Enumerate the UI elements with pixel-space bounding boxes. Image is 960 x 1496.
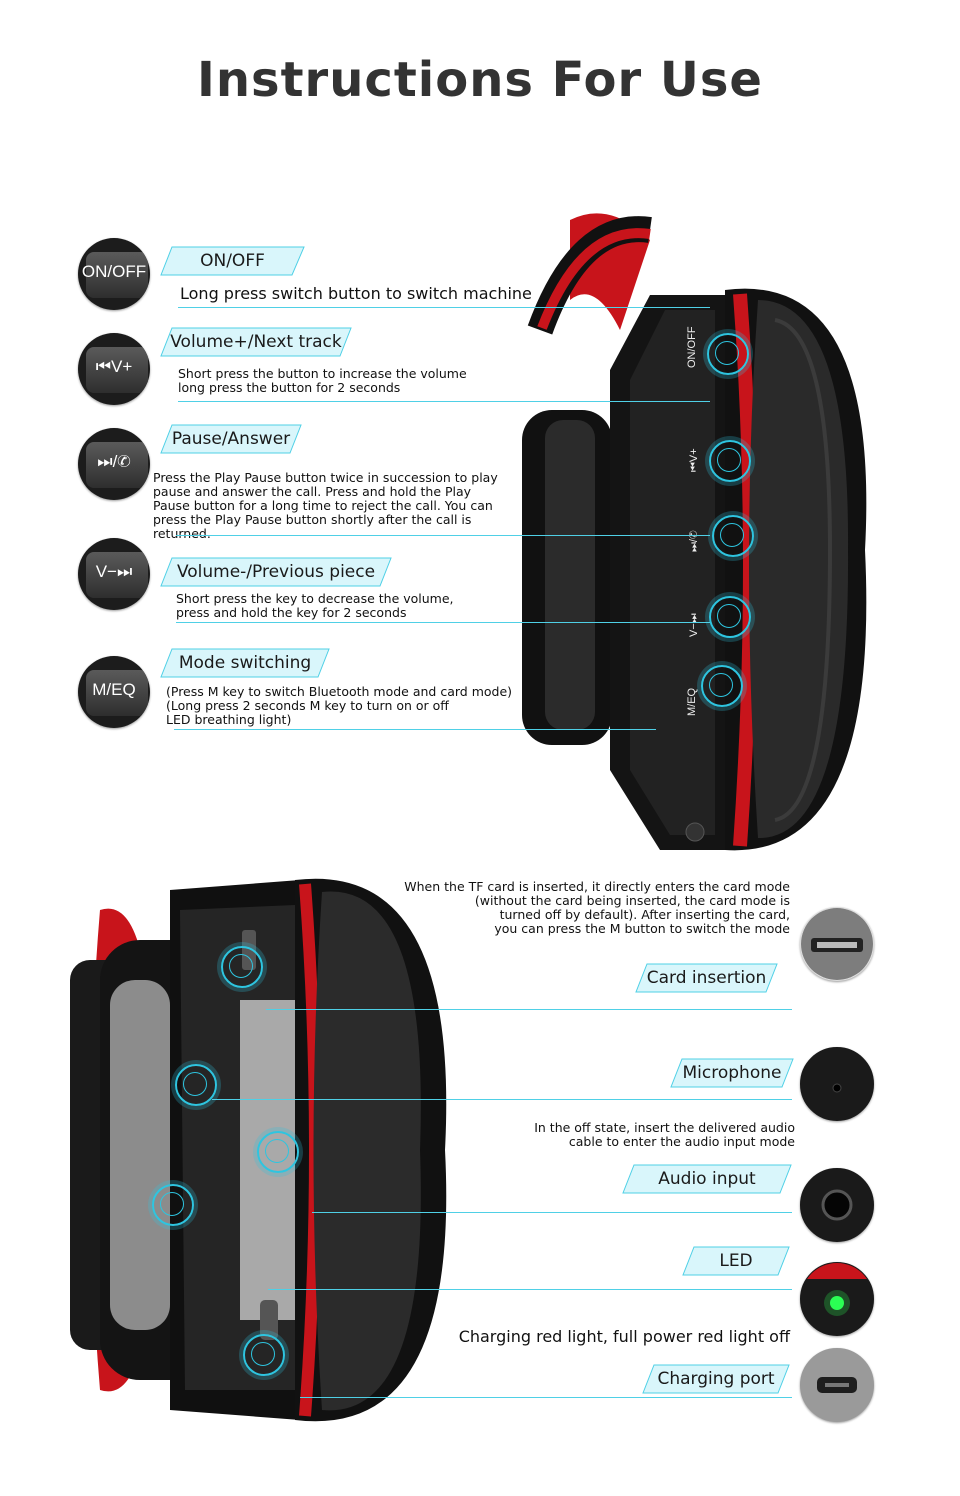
tag-charging-port: Charging port: [642, 1364, 790, 1394]
hotspot-card-ring: [221, 946, 263, 988]
leader-line-pause-answer: [176, 535, 710, 536]
volume-up-button-icon: ⏮V+: [78, 333, 150, 405]
tag-microphone: Microphone: [670, 1058, 794, 1088]
hotspot-vol-down-ring: [709, 596, 751, 638]
hotspot-charging-ring: [243, 1334, 285, 1376]
leader-line-card: [266, 1009, 792, 1010]
hotspot-play-ring: [712, 515, 754, 557]
tag-volume-down: Volume-/Previous piece: [160, 557, 392, 587]
tag-audio-input: Audio input: [622, 1164, 792, 1194]
hotspot-led-ring: [152, 1184, 194, 1226]
hotspot-mic-ring: [175, 1064, 217, 1106]
desc-pause-answer: Press the Play Pause button twice in suc…: [153, 470, 498, 541]
audio-jack-icon: [800, 1168, 874, 1242]
microphone-hole-icon: [800, 1047, 874, 1121]
hotspot-mode-ring: [701, 665, 743, 707]
volume-down-button-icon: V−⏭: [78, 538, 150, 610]
side-label-mode: M/EQ: [686, 687, 698, 716]
leader-line-led: [268, 1289, 792, 1290]
note-card-insertion: When the TF card is inserted, it directl…: [404, 879, 790, 936]
tag-volume-up: Volume+/Next track: [160, 327, 352, 357]
side-label-vol-up: ⏮V+: [688, 448, 700, 472]
desc-volume-up: Short press the button to increase the v…: [178, 366, 467, 395]
side-label-play: ⏭/✆: [688, 530, 700, 552]
side-label-onoff: ON/OFF: [686, 326, 698, 368]
leader-line-mode: [174, 729, 656, 730]
onoff-button-icon: ON/OFF: [78, 238, 150, 310]
side-label-vol-down: V−⏭: [688, 613, 700, 637]
hotspot-vol-up-ring: [709, 440, 751, 482]
tag-card-insertion: Card insertion: [635, 963, 778, 993]
leader-line-volume-down: [176, 622, 710, 623]
leader-line-onoff: [178, 307, 710, 308]
desc-onoff: Long press switch button to switch machi…: [180, 284, 532, 303]
led-icon: [800, 1262, 874, 1336]
leader-line-volume-up: [178, 401, 710, 402]
note-audio-input: In the off state, insert the delivered a…: [534, 1120, 795, 1149]
leader-line-audio: [312, 1212, 792, 1213]
hotspot-onoff-ring: [707, 333, 749, 375]
tag-pause-answer: Pause/Answer: [160, 424, 302, 454]
tf-card-slot-icon: [800, 907, 874, 981]
tag-onoff: ON/OFF: [160, 246, 305, 276]
tag-led: LED: [682, 1246, 790, 1276]
page-title: Instructions For Use: [197, 52, 763, 108]
mode-switch-button-icon: M/EQ: [78, 656, 150, 728]
desc-mode-switching: (Press M key to switch Bluetooth mode an…: [166, 684, 513, 727]
headphone-side-illustration: [70, 878, 447, 1422]
hotspot-audio-ring: [257, 1131, 299, 1173]
pause-answer-button-icon: ⏭/✆: [78, 428, 150, 500]
headphone-front-illustration: [522, 213, 867, 851]
desc-volume-down: Short press the key to decrease the volu…: [176, 591, 454, 620]
micro-usb-port-icon: [800, 1348, 874, 1422]
note-charging: Charging red light, full power red light…: [458, 1327, 790, 1346]
leader-line-charging: [300, 1397, 792, 1398]
leader-line-mic: [212, 1099, 792, 1100]
tag-mode-switching: Mode switching: [160, 648, 330, 678]
